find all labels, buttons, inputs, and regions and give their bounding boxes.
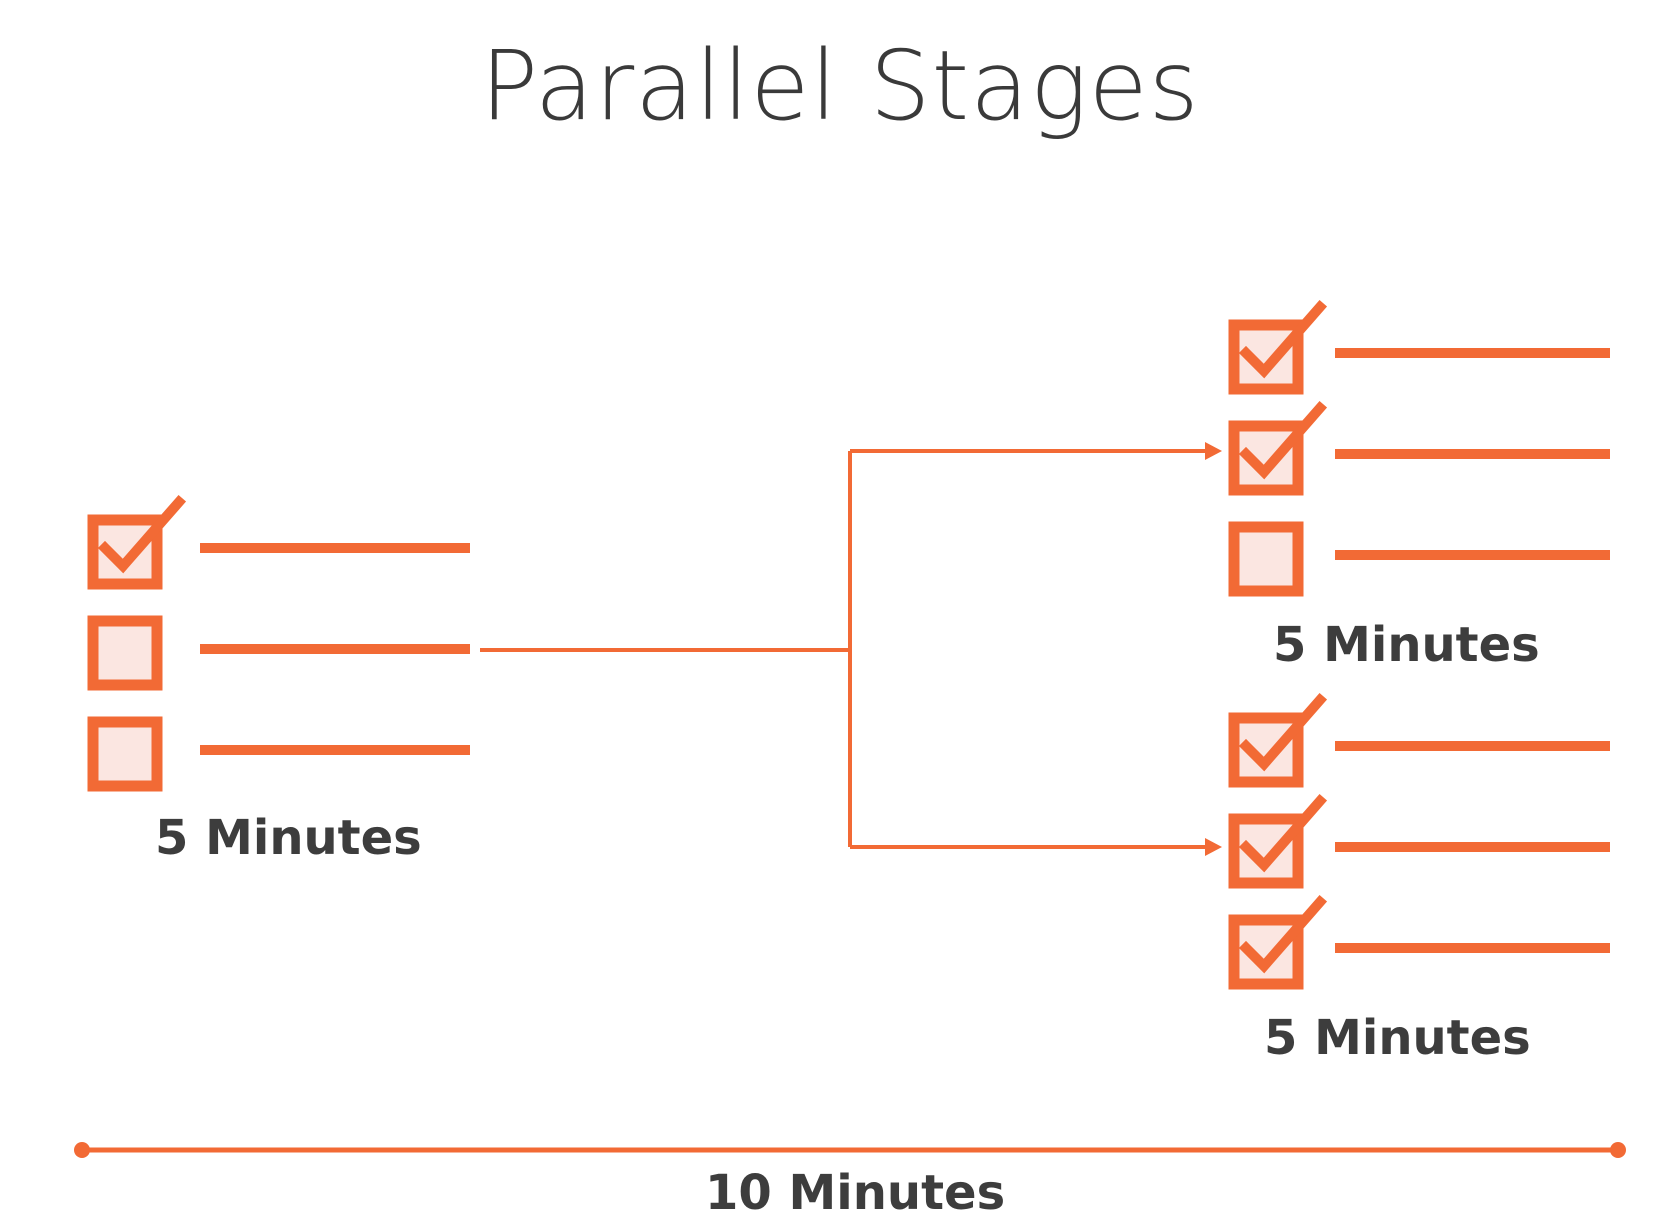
checkmark-icon xyxy=(1238,299,1328,379)
checkmark-icon xyxy=(97,494,187,574)
stage-2b-duration-label: 5 Minutes xyxy=(1264,1010,1531,1066)
timeline-end-dot-icon xyxy=(1610,1142,1626,1158)
unchecked-box-icon xyxy=(1228,521,1304,597)
stage-1-task-2 xyxy=(87,615,470,691)
total-duration-label: 10 Minutes xyxy=(705,1165,1006,1221)
stage-2a-duration-label: 5 Minutes xyxy=(1273,617,1540,673)
checked-box-icon xyxy=(1228,813,1304,889)
stage-2a-task-2 xyxy=(1228,400,1610,496)
checkmark-icon xyxy=(1238,793,1328,873)
total-timeline xyxy=(74,1142,1626,1158)
checkmark-icon xyxy=(1238,400,1328,480)
stage-1-task-1 xyxy=(87,494,470,590)
page-title: Parallel Stages xyxy=(480,30,1200,142)
stage-2b-task-3 xyxy=(1228,894,1610,990)
flow-connectors xyxy=(480,442,1222,856)
unchecked-box-icon xyxy=(87,716,163,792)
branch-b-arrow-icon xyxy=(1205,838,1222,856)
stage-2b-task-1 xyxy=(1228,692,1610,788)
stage-2b-checklist xyxy=(1228,692,1610,990)
unchecked-box-icon xyxy=(87,615,163,691)
stage-2a-task-1 xyxy=(1228,299,1610,395)
checkmark-icon xyxy=(1238,692,1328,772)
stage-2a-checklist xyxy=(1228,299,1610,597)
stage-1-duration-label: 5 Minutes xyxy=(155,810,422,866)
checked-box-icon xyxy=(87,514,163,590)
stage-2b-task-2 xyxy=(1228,793,1610,889)
timeline-start-dot-icon xyxy=(74,1142,90,1158)
stage-1-checklist xyxy=(87,494,470,792)
stage-2a-task-3 xyxy=(1228,521,1610,597)
branch-a-arrow-icon xyxy=(1205,442,1222,460)
stage-1-task-3 xyxy=(87,716,470,792)
checkmark-icon xyxy=(1238,894,1328,974)
